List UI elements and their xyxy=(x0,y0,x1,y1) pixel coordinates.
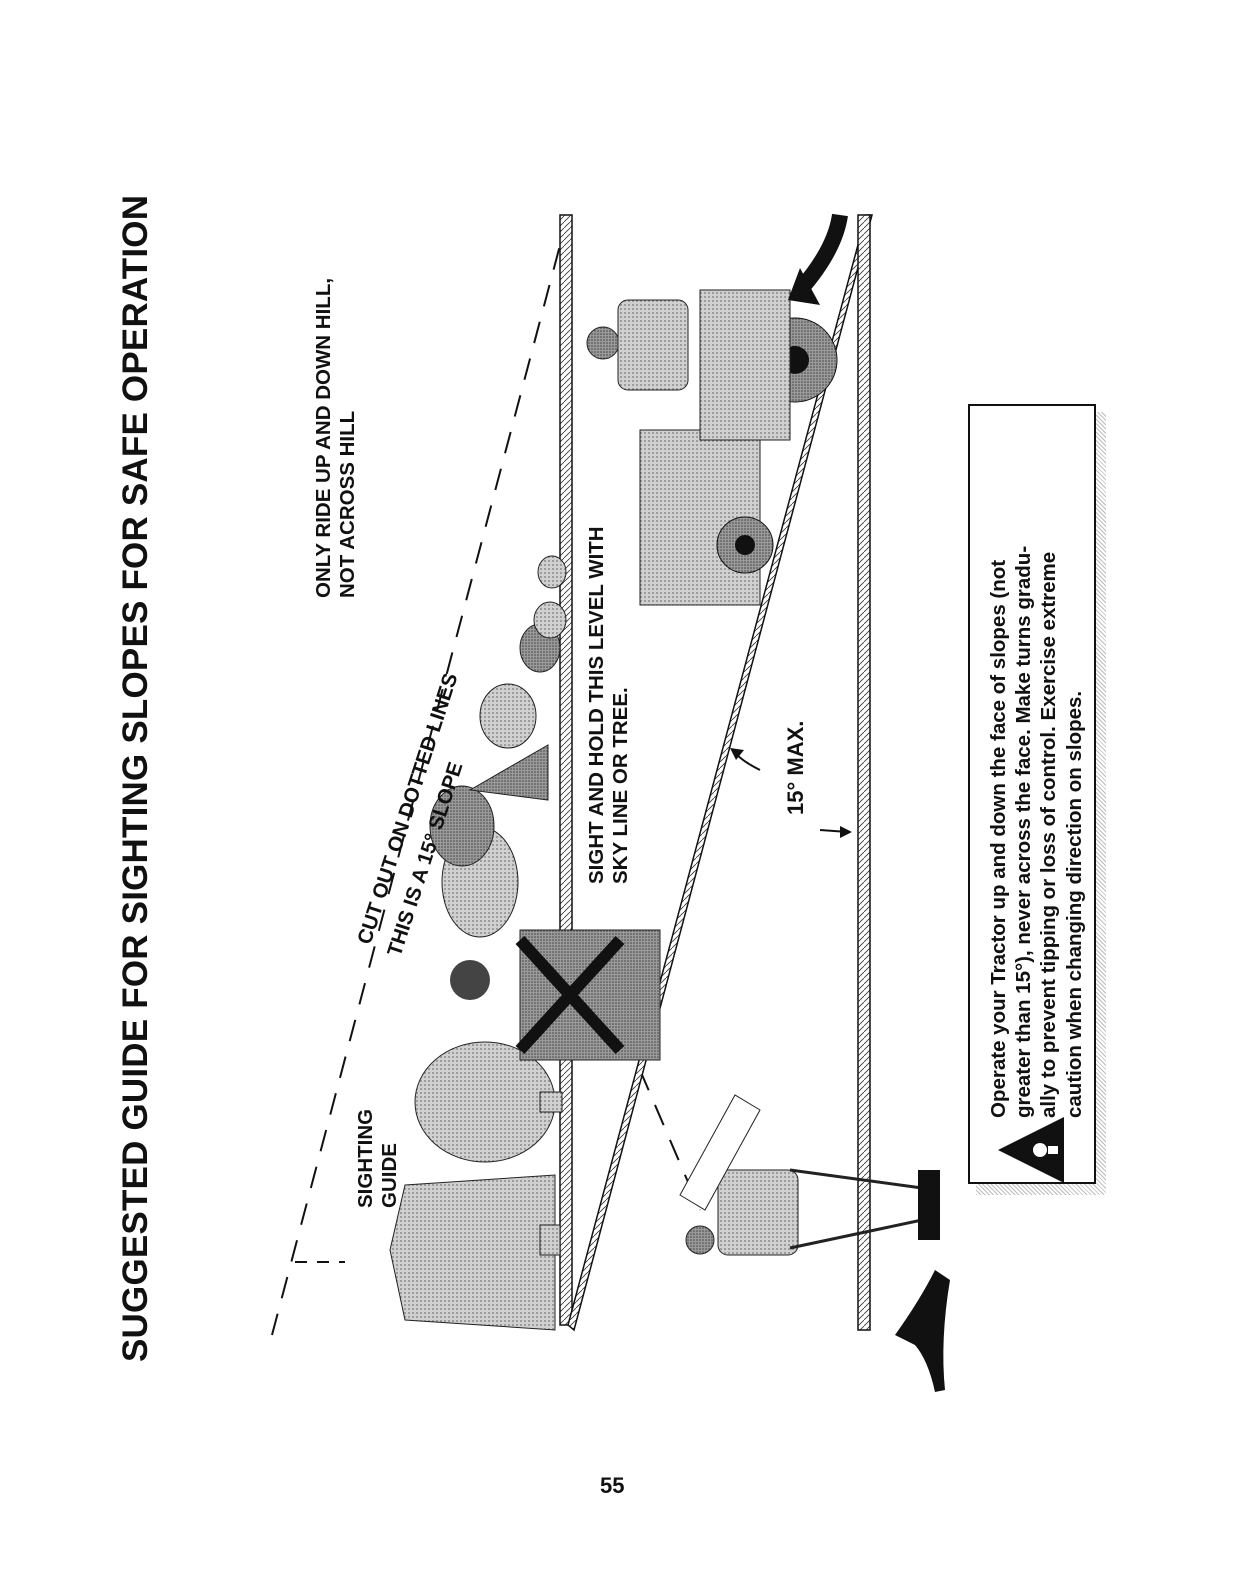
tractor-up-down-hill xyxy=(586,213,848,606)
page-title: SUGGESTED GUIDE FOR SIGHTING SLOPES FOR … xyxy=(116,194,155,1362)
sight-hold-label: SIGHT AND HOLD THIS LEVEL WITH SKY LINE … xyxy=(585,526,633,884)
page-number: 55 xyxy=(600,1473,625,1498)
warning-box xyxy=(968,404,1096,1184)
level-ground xyxy=(559,214,573,1326)
person-with-guide xyxy=(679,1094,940,1256)
bottom-ground xyxy=(857,214,871,1331)
tree-cluster-2 xyxy=(429,785,495,867)
warning-triangle-icon xyxy=(998,1117,1064,1183)
warning-text: Operate your Tractor up and down the fac… xyxy=(987,545,1086,1118)
tractor-across-hill xyxy=(450,929,661,1061)
sighting-guide-label: SIGHTING GUIDE xyxy=(354,1108,402,1208)
ride-direction-label: ONLY RIDE UP AND DOWN HILL, NOT ACROSS H… xyxy=(312,277,360,598)
sighting-dashed-line xyxy=(271,214,569,1336)
tree-small-1 xyxy=(479,683,537,749)
pine-tree xyxy=(389,1174,556,1331)
direction-arrow xyxy=(895,1270,950,1392)
tree-small-4 xyxy=(537,555,567,589)
tree-small-3 xyxy=(533,601,567,639)
tree-cluster-3 xyxy=(468,744,549,801)
max-angle-label: 15° MAX. xyxy=(783,720,808,815)
